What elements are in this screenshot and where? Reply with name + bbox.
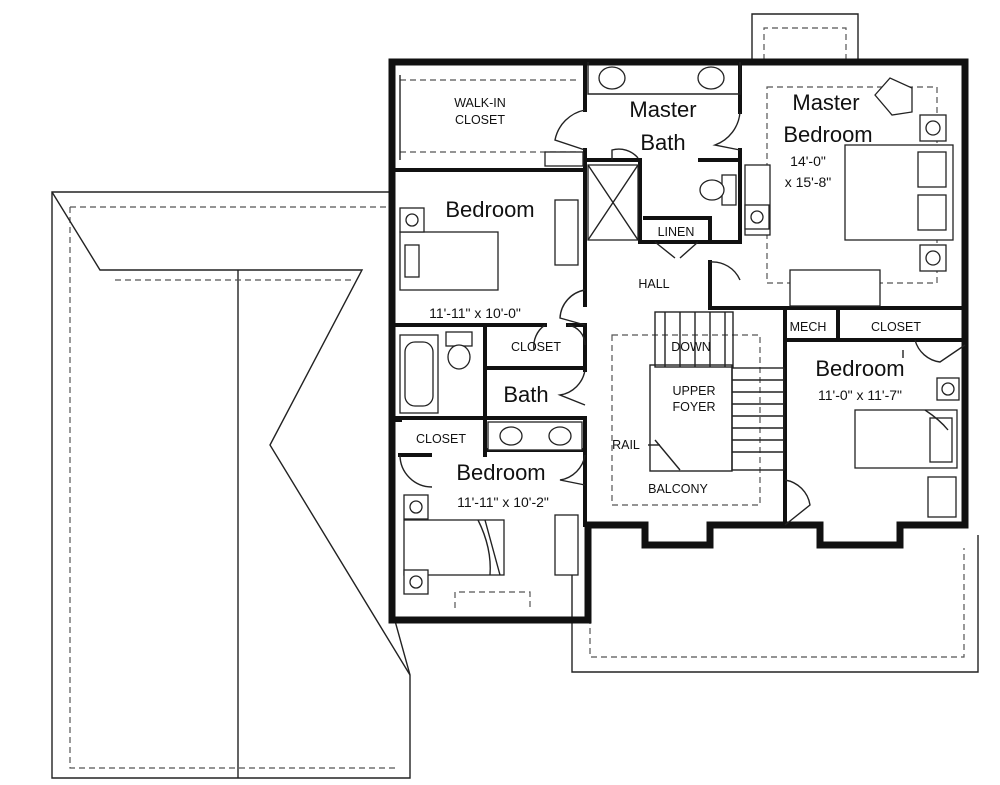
hall-label: HALL (638, 277, 669, 291)
closet-2-label: CLOSET (511, 340, 561, 354)
closet-4-label: CLOSET (871, 320, 921, 334)
walk-in-closet-label-2: CLOSET (455, 113, 505, 127)
bay-outline (751, 13, 859, 60)
bedroom-3-label: Bedroom (456, 460, 545, 485)
rail-label: RAIL (612, 438, 640, 452)
bedroom-2-label: Bedroom (445, 197, 534, 222)
upper-foyer-label-1: UPPER (672, 384, 715, 398)
master-bath-label-2: Bath (640, 130, 685, 155)
bedroom-3-furniture (403, 494, 579, 608)
bedroom-4-furniture (854, 350, 960, 518)
closet-3-label: CLOSET (416, 432, 466, 446)
exterior-walls (388, 58, 969, 624)
master-bath-fixtures (587, 62, 741, 241)
roof-left (51, 191, 411, 779)
bedroom-4-dims: 11'-0" x 11'-7" (818, 387, 902, 403)
down-label: DOWN (671, 340, 711, 354)
upper-foyer-label-2: FOYER (672, 400, 715, 414)
master-bedroom-furniture (744, 77, 954, 307)
master-bedroom-dims-2: x 15'-8" (785, 174, 832, 190)
bath-fixtures (399, 331, 583, 451)
labels: WALK-IN CLOSET Master Bath Master Bedroo… (416, 90, 921, 510)
doors (399, 109, 966, 526)
master-bedroom-dims-1: 14'-0" (790, 153, 826, 169)
master-bath-label-1: Master (629, 97, 696, 122)
bedroom-2-furniture (399, 199, 579, 291)
linen-label: LINEN (658, 225, 695, 239)
stairs-foyer (611, 311, 785, 506)
walk-in-closet-label-1: WALK-IN (454, 96, 506, 110)
interior-walls (390, 60, 967, 527)
bedroom-2-dims: 11'-11" x 10'-0" (429, 305, 521, 321)
master-bedroom-label-2: Bedroom (783, 122, 872, 147)
bedroom-4-label: Bedroom (815, 356, 904, 381)
bedroom-3-dims: 11'-11" x 10'-2" (457, 494, 549, 510)
master-bedroom-label-1: Master (792, 90, 859, 115)
porch-roof (571, 535, 979, 673)
mech-label: MECH (790, 320, 827, 334)
bath-label: Bath (503, 382, 548, 407)
walk-in-closet (399, 75, 584, 167)
balcony-label: BALCONY (648, 482, 708, 496)
